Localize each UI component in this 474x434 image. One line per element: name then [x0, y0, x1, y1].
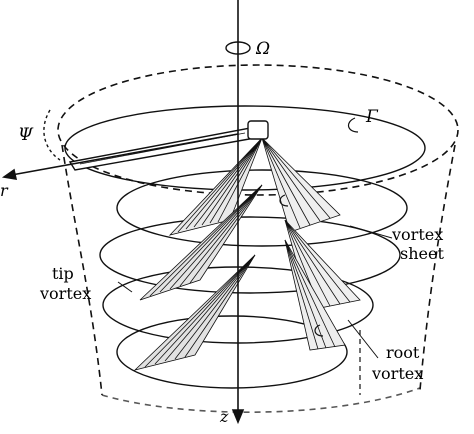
z-axis-label: z — [219, 407, 229, 426]
root-vortex-label-line1: root — [386, 343, 420, 362]
outer-dashed-cylinder — [57, 64, 459, 413]
label-leaders — [117, 225, 393, 359]
rotation-axis — [231, 0, 245, 425]
psi-azimuth-arrow — [43, 109, 61, 161]
root-vortex-label-line2: vortex — [371, 364, 423, 383]
circulation-arrows — [279, 117, 359, 337]
omega-symbol: Ω — [255, 39, 270, 59]
psi-symbol: Ψ — [18, 125, 34, 145]
tip-vortex-helix — [64, 105, 426, 389]
vortex-sheet-label-line2: sheet — [400, 244, 444, 263]
r-axis-label: r — [0, 181, 9, 200]
axis-r-arrowhead — [1, 168, 18, 180]
gamma-symbol: Γ — [365, 107, 379, 127]
radial-axis — [1, 133, 239, 180]
tip-vortex-label-line2: vortex — [39, 284, 91, 303]
vortex-sheet-label-line1: vortex — [391, 225, 443, 244]
rotor-hub — [247, 120, 269, 140]
axis-z-arrowhead — [231, 409, 245, 425]
vortex-sheet-cones — [133, 137, 361, 371]
omega-rotation-arrow — [225, 41, 251, 55]
tip-vortex-label-line1: tip — [52, 264, 74, 283]
